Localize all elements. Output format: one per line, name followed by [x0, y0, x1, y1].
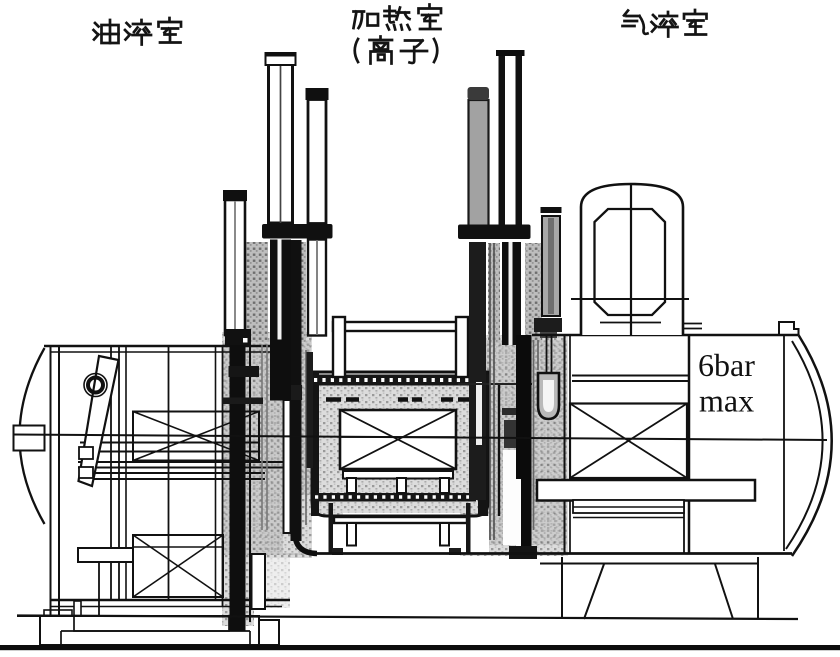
svg-text:6bar: 6bar — [698, 347, 755, 383]
svg-text:max: max — [699, 383, 754, 419]
